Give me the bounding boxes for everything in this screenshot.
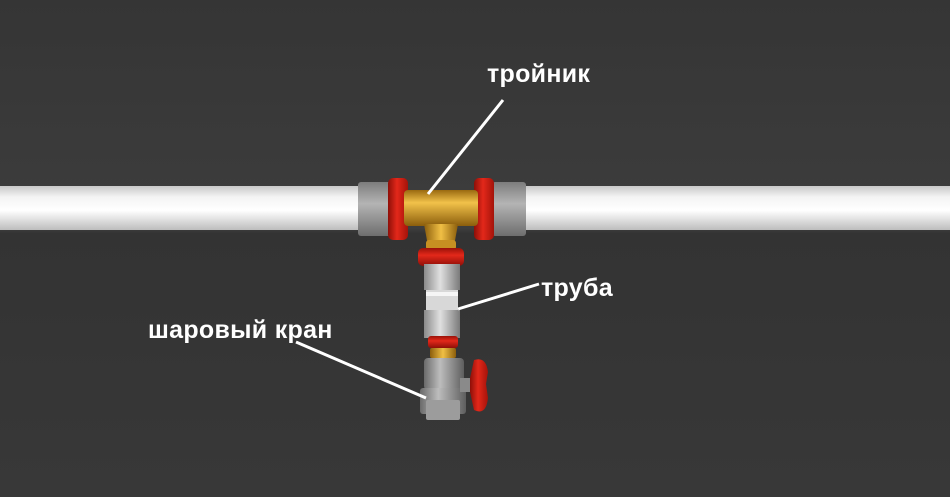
tee-leader-line — [426, 99, 505, 195]
ball-valve — [420, 358, 488, 420]
tee-fitting — [404, 190, 478, 250]
left-coupling — [358, 178, 408, 240]
tee-label: тройник — [487, 60, 591, 88]
valve-leader-line — [295, 340, 427, 400]
pipe-leader-line — [457, 282, 540, 311]
ball-valve-label: шаровый кран — [148, 316, 333, 344]
right-coupling — [474, 178, 526, 240]
pipe-label: труба — [541, 274, 613, 302]
main-pipe — [0, 186, 950, 230]
branch-pipe — [418, 248, 464, 358]
